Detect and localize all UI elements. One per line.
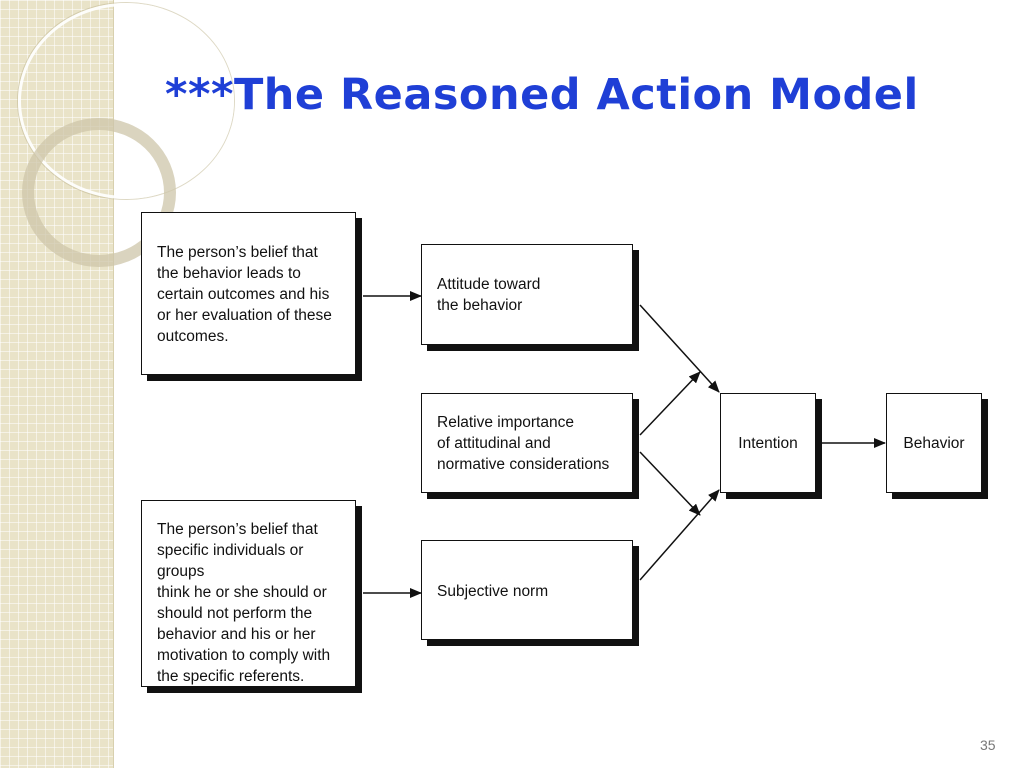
behavior-text: Behavior (903, 434, 965, 452)
intention-text: Intention (738, 434, 798, 452)
arrow-importance-to-attitude-path (639, 371, 701, 436)
arrow-importance-to-norm-path (639, 451, 701, 516)
attitude-box: Attitude toward the behavior (421, 244, 633, 345)
belief-outcomes-box: The person’s belief that the behavior le… (141, 212, 356, 375)
arrow-attitude-to-intention (639, 304, 720, 393)
slide-title: ***The Reasoned Action Model (165, 70, 919, 120)
subjective-norm-text: Subjective norm (437, 583, 549, 600)
belief-referents-box: The person’s belief that specific indivi… (141, 500, 356, 687)
relative-importance-box: Relative importance of attitudinal and n… (421, 393, 633, 493)
intention-box: Intention (720, 393, 816, 493)
page-number: 35 (980, 737, 996, 753)
belief-outcomes-text: The person’s belief that the behavior le… (157, 244, 332, 345)
arrow-norm-to-intention (639, 489, 720, 581)
behavior-box: Behavior (886, 393, 982, 493)
subjective-norm-box: Subjective norm (421, 540, 633, 640)
attitude-text: Attitude toward the behavior (437, 276, 541, 314)
relative-importance-text: Relative importance of attitudinal and n… (437, 414, 610, 473)
belief-referents-text: The person’s belief that specific indivi… (157, 521, 331, 685)
